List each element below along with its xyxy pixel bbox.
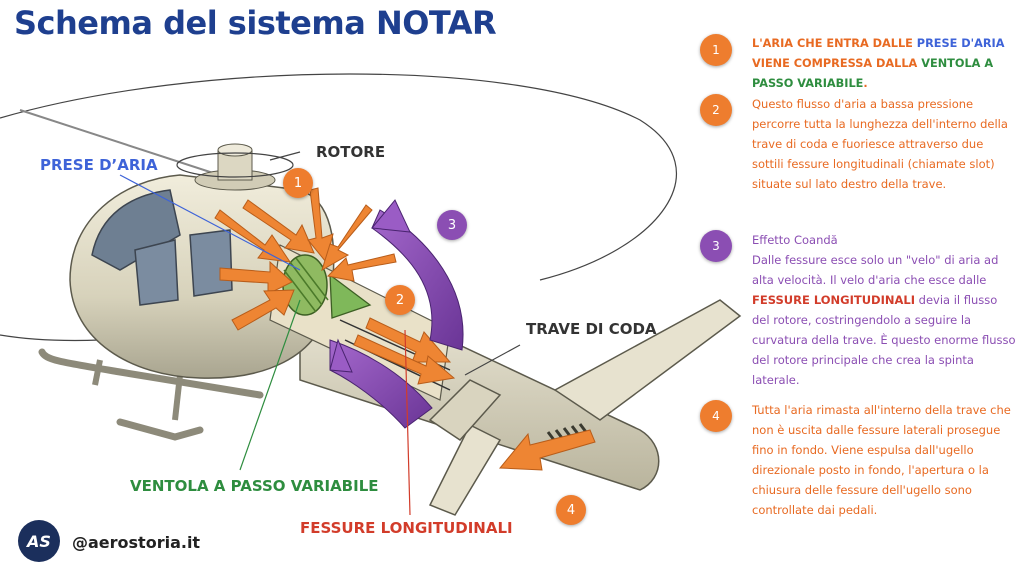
diagram-badge-2: 2 — [385, 285, 415, 315]
rotor-disc-arc — [0, 73, 677, 281]
social-handle: @aerostoria.it — [72, 533, 201, 552]
diagram-badge-4: 4 — [556, 495, 586, 525]
step-2-text: Questo flusso d'aria a bassa pressione p… — [752, 97, 1008, 191]
diagram-badge-3: 3 — [437, 210, 467, 240]
leader-lines — [119, 151, 521, 516]
label-fessure: FESSURE LONGITUDINALI — [300, 519, 513, 537]
step-3-heading: Effetto Coandă — [752, 233, 838, 247]
aerostoria-logo-icon: AS — [18, 520, 60, 562]
landing-skids — [38, 348, 264, 441]
side-window-1 — [134, 239, 179, 306]
step-badge-4: 4 — [700, 400, 732, 432]
side-window-2 — [189, 229, 233, 297]
fan-spinner — [329, 273, 372, 319]
horizontal-stabilizer-left — [428, 423, 502, 516]
variable-pitch-fan — [282, 254, 329, 316]
horizontal-stabilizer — [553, 299, 742, 421]
step-badge-3: 3 — [700, 230, 732, 262]
logo-text: AS — [27, 531, 51, 551]
label-trave-di-coda: TRAVE DI CODA — [526, 320, 657, 338]
step-1-text: L'ARIA CHE ENTRA DALLE PRESE D'ARIA VIEN… — [752, 37, 1005, 90]
step-4-text: Tutta l'aria rimasta all'interno della t… — [752, 403, 1011, 517]
step-badge-1: 1 — [700, 34, 732, 66]
label-rotore: ROTORE — [316, 143, 386, 161]
cockpit-window — [91, 189, 181, 271]
label-ventola: VENTOLA A PASSO VARIABILE — [130, 477, 379, 495]
boom-flow-arrows — [353, 317, 596, 471]
rotor-swash — [176, 152, 294, 178]
vertical-fin — [428, 379, 502, 441]
intake-arrows — [214, 187, 397, 331]
page-title: Schema del sistema NOTAR — [14, 4, 497, 42]
label-prese-aria: PRESE D’ARIA — [40, 156, 158, 174]
diagram-badge-1: 1 — [283, 168, 313, 198]
step-badge-2: 2 — [700, 94, 732, 126]
